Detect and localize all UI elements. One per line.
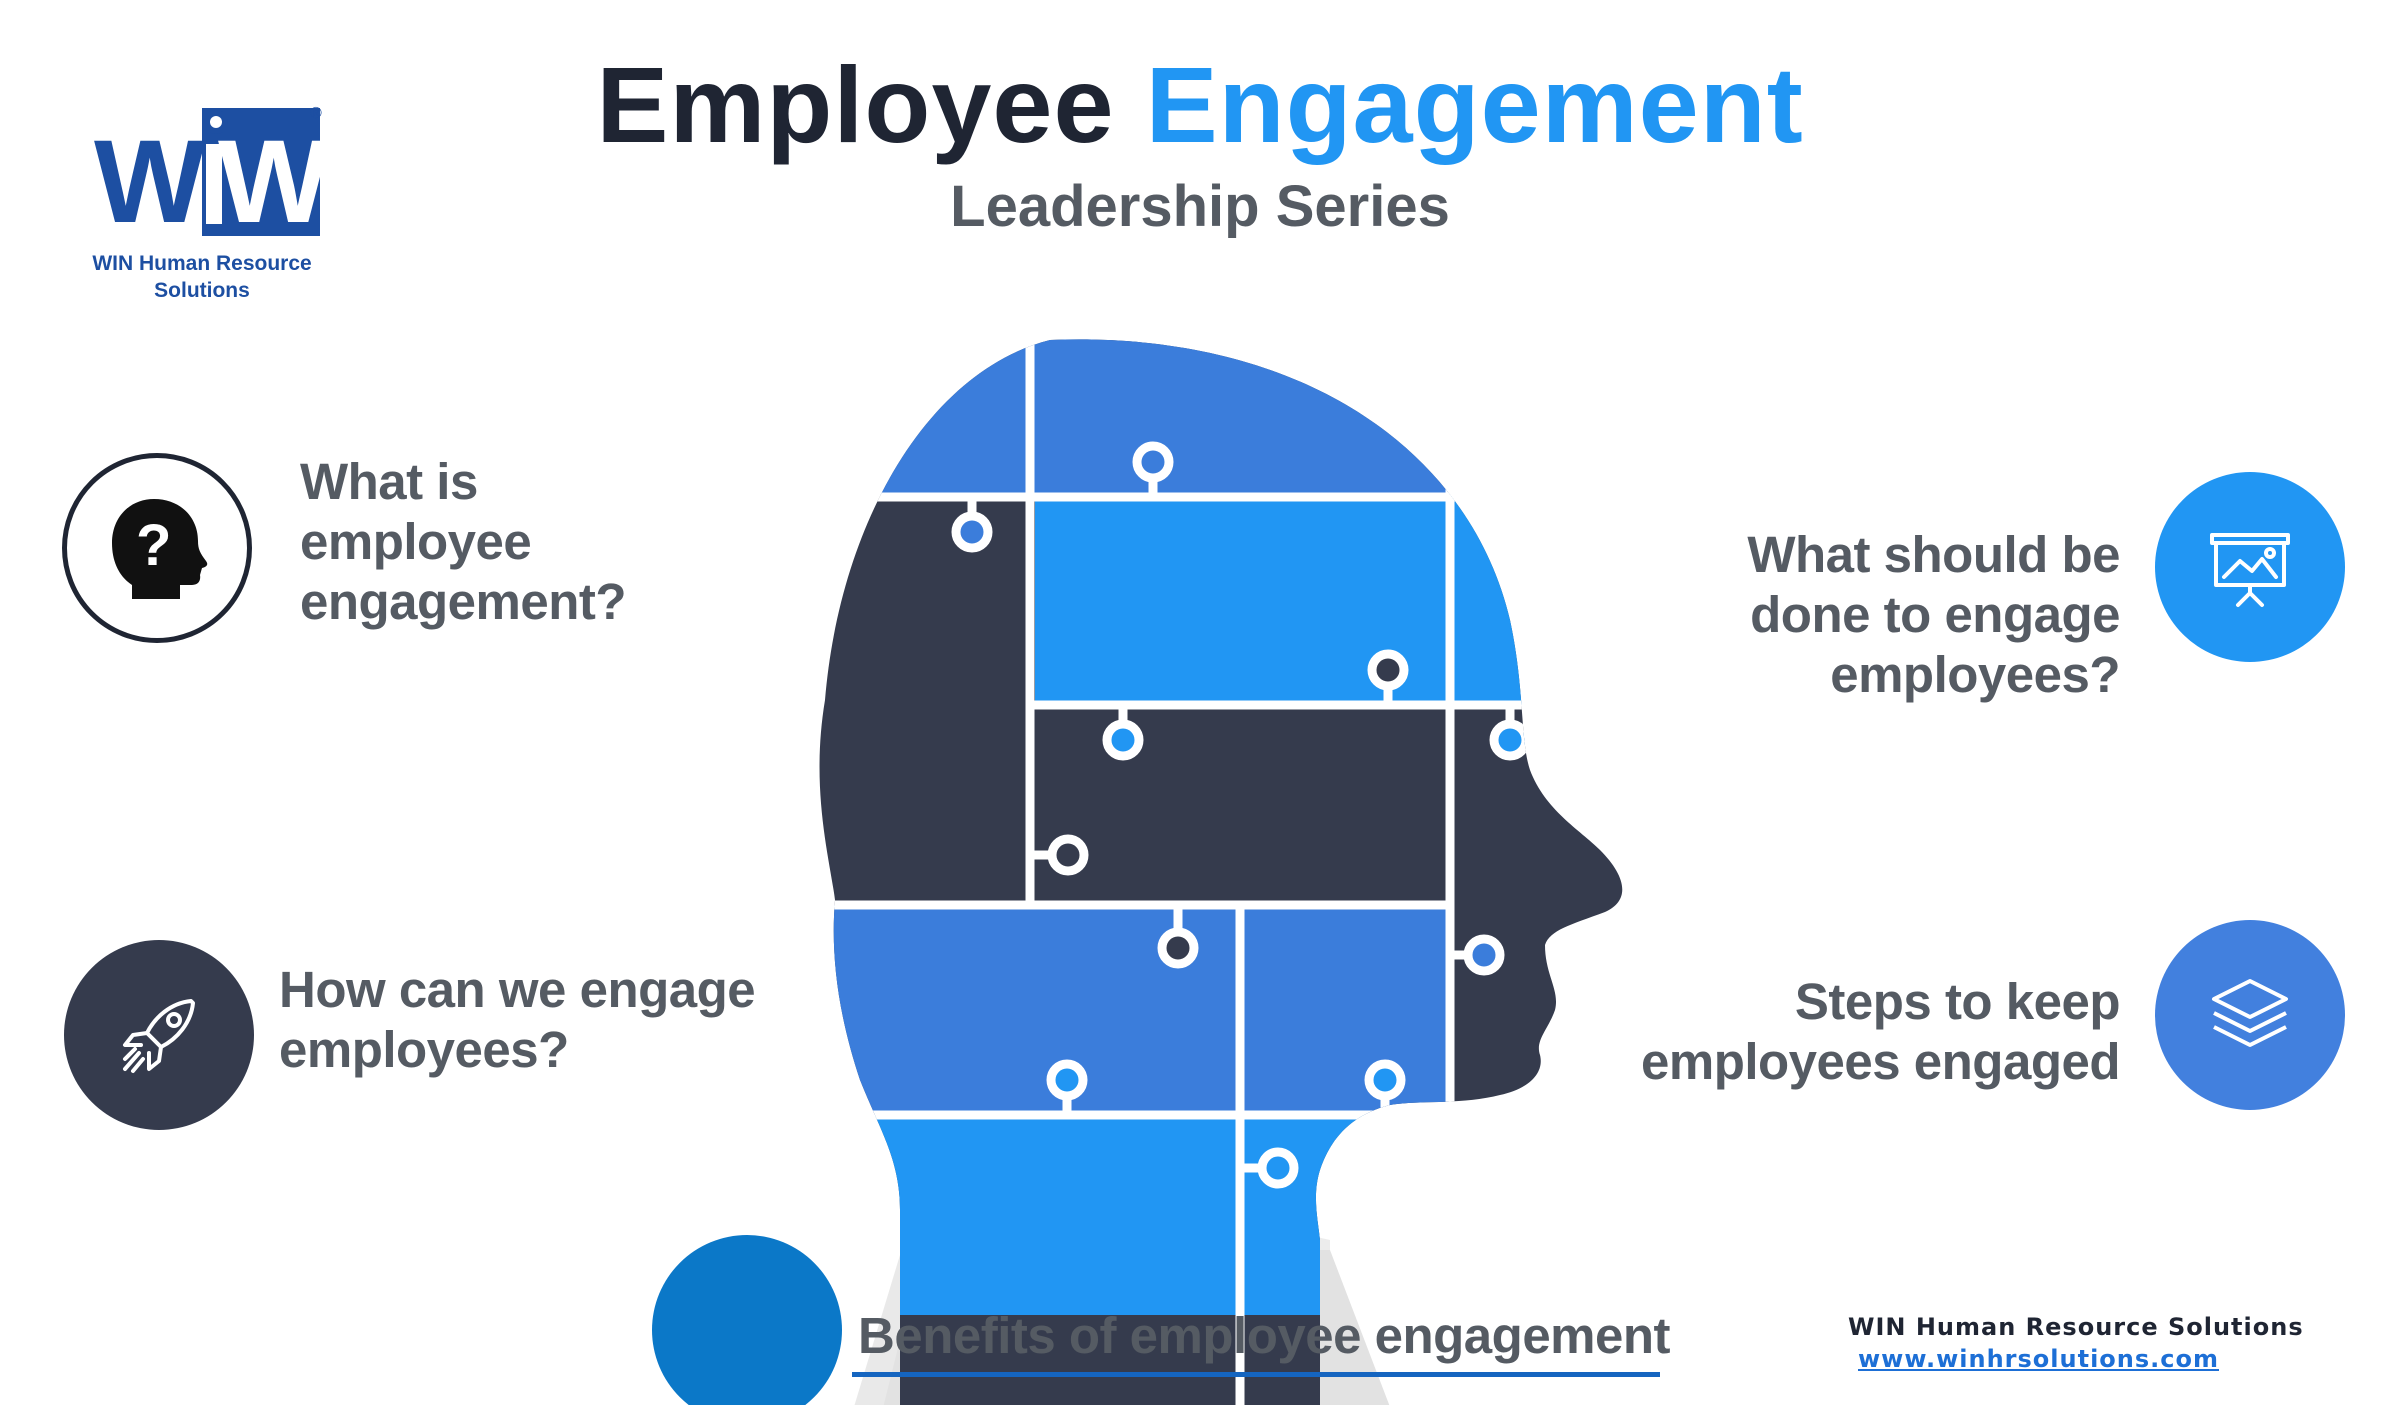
topic-what-is-engagement: What is employee engagement? bbox=[300, 452, 720, 632]
svg-text:W: W bbox=[94, 116, 206, 240]
topic-label-line: What is bbox=[300, 453, 478, 510]
title-word-employee: Employee bbox=[596, 44, 1115, 165]
layers-icon bbox=[2155, 920, 2345, 1110]
page-subtitle: Leadership Series bbox=[950, 174, 1450, 239]
topic-label-line: employees? bbox=[1830, 646, 2120, 703]
win-logo-mark: W W ® bbox=[94, 105, 322, 240]
footer-website-link[interactable]: www.winhrsolutions.com bbox=[1858, 1345, 2219, 1373]
benefits-underline bbox=[852, 1372, 1660, 1377]
svg-text:W: W bbox=[218, 116, 322, 240]
topic-label-line: How can we engage bbox=[279, 961, 756, 1018]
topic-label-line: Steps to keep bbox=[1794, 973, 2121, 1030]
company-name-line1: WIN Human Resource bbox=[92, 252, 312, 275]
company-name-line2: Solutions bbox=[154, 279, 250, 302]
topic-what-should-be-done: What should be done to engage employees? bbox=[1640, 525, 2120, 705]
topic-label-line: engagement? bbox=[300, 573, 627, 630]
topic-how-engage: How can we engage employees? bbox=[279, 960, 839, 1080]
presentation-board-icon bbox=[2155, 472, 2345, 662]
topic-steps-to-keep: Steps to keep employees engaged bbox=[1560, 972, 2121, 1092]
win-logo: W W ® WIN Human Resource Solutions bbox=[82, 92, 342, 312]
topic-label-line: employees? bbox=[279, 1021, 569, 1078]
page-title: Employee Engagement bbox=[380, 40, 2020, 170]
rocket-icon bbox=[64, 940, 254, 1130]
company-name: WIN Human Resource Solutions bbox=[82, 250, 322, 304]
title-word-engagement: Engagement bbox=[1145, 44, 1804, 165]
benefits-blue-circle bbox=[652, 1235, 842, 1405]
svg-text:®: ® bbox=[310, 105, 322, 122]
question-head-icon: ? bbox=[62, 453, 252, 643]
topic-label-line: employees engaged bbox=[1640, 1033, 2121, 1090]
svg-text:?: ? bbox=[136, 513, 171, 578]
topic-benefits: Benefits of employee engagement bbox=[858, 1307, 1671, 1364]
topic-label-line: done to engage bbox=[1750, 586, 2120, 643]
footer-company: WIN Human Resource Solutions bbox=[1848, 1313, 2304, 1341]
topic-label-line: employee bbox=[300, 513, 532, 570]
topic-label-line: What should be bbox=[1747, 526, 2120, 583]
